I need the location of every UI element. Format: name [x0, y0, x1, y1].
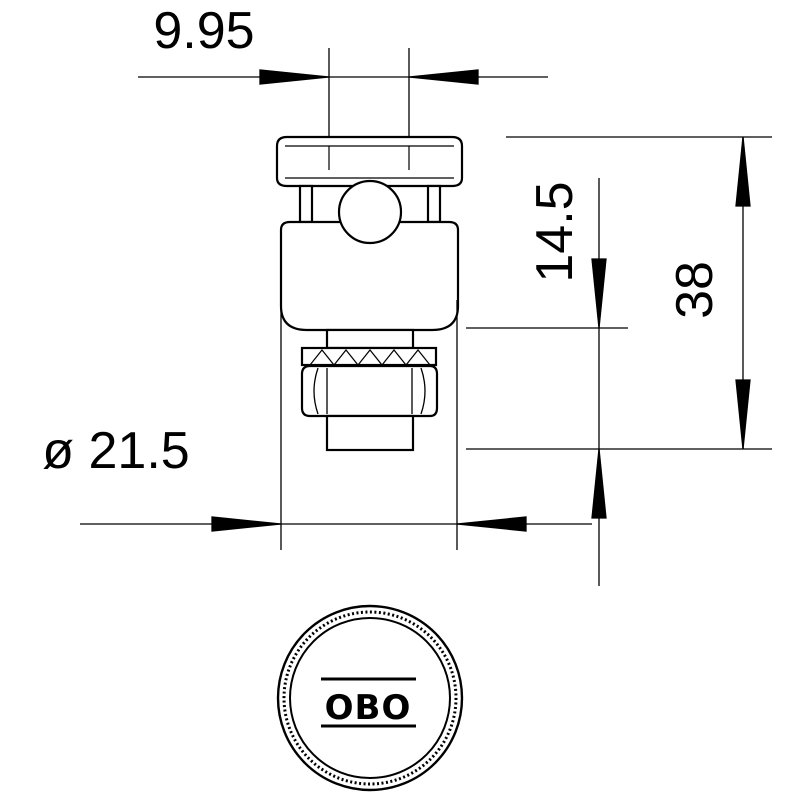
washer-serration [309, 349, 431, 366]
dimension-total-height [466, 136, 772, 519]
bolt-end [325, 414, 415, 452]
dimension-diameter [80, 300, 592, 550]
hex-nut-face-left [313, 367, 319, 415]
dimension-label-clamp-height: 14.5 [526, 181, 584, 282]
clamp-component [275, 135, 464, 452]
hex-nut-face-right [420, 367, 426, 415]
top-view [276, 604, 464, 792]
hex-nut [300, 364, 439, 418]
dimension-label-slot-width: 9.95 [153, 2, 254, 60]
top-view-knurl-ring [282, 610, 458, 786]
arrow-head-down [591, 258, 607, 329]
top-view-inner-ring [289, 617, 451, 779]
arrow-head-top [735, 136, 751, 207]
threaded-shank [325, 328, 415, 350]
clamp-body [279, 220, 460, 332]
arrow-head-diameter-left [211, 516, 282, 532]
dimension-label-total-height: 38 [666, 261, 724, 319]
arrow-head-left [259, 69, 330, 85]
dimension-slot-width [138, 48, 548, 168]
top-cap [275, 135, 464, 188]
arrow-head-up-clamp [591, 448, 607, 519]
top-view-outer-ring [276, 604, 464, 792]
post-right [426, 184, 442, 224]
post-left [298, 184, 314, 224]
arrow-head-bottom [735, 379, 751, 450]
arrow-head-right [408, 69, 479, 85]
dimension-label-diameter: ø 21.5 [42, 422, 189, 480]
round-conductor [337, 179, 403, 245]
obo-logo: OBO [325, 688, 412, 728]
arrow-head-diameter-right [456, 516, 527, 532]
